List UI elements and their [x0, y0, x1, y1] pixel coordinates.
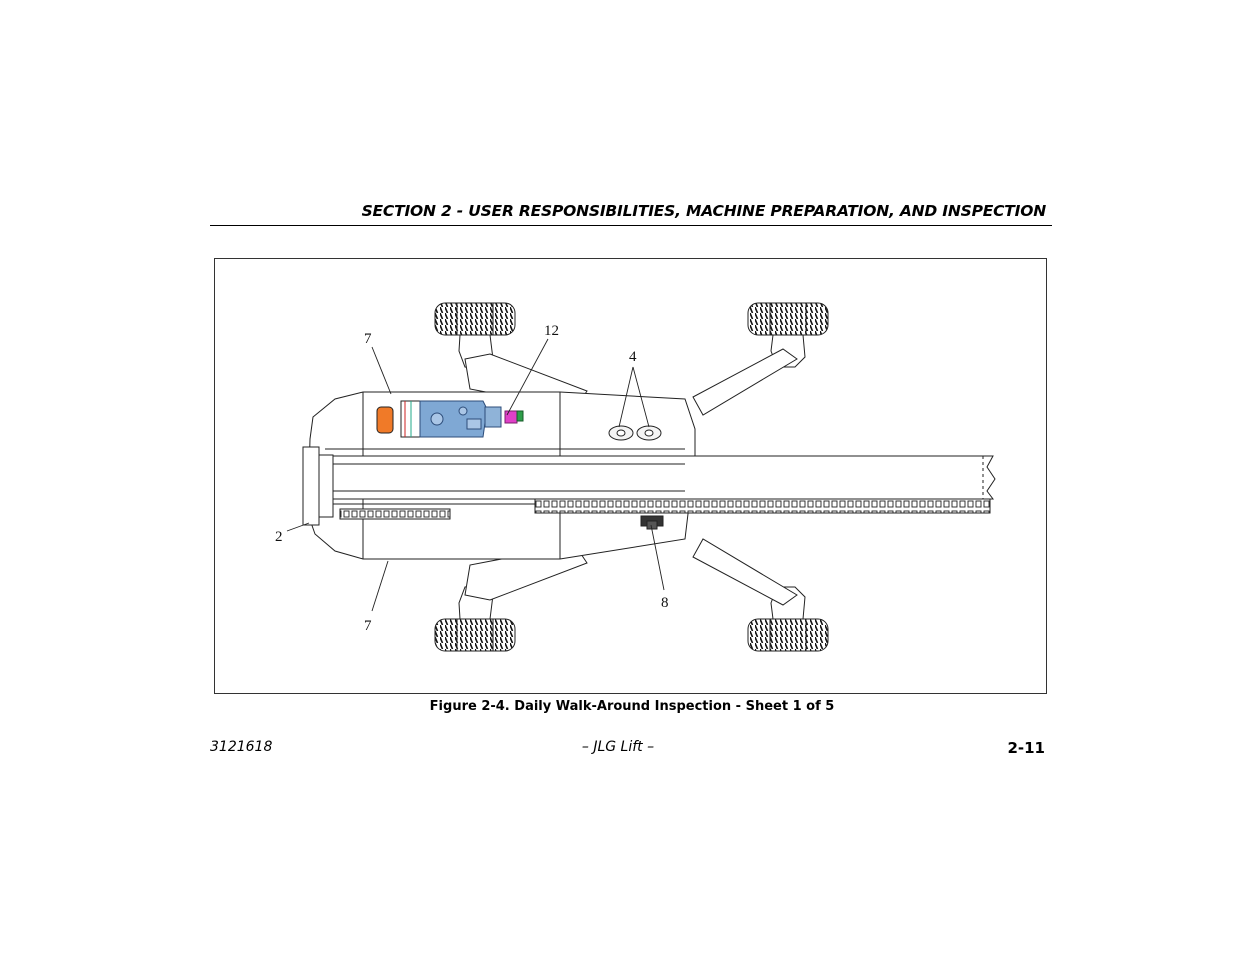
callout-8: 8	[661, 595, 669, 611]
footer-title: – JLG Lift –	[581, 739, 655, 755]
figure-frame: 7 12 4 2 8 7	[214, 258, 1047, 694]
boom	[332, 455, 996, 500]
callout-7-top: 7	[364, 331, 372, 347]
tire-rear-left	[434, 618, 516, 652]
page-number: 2-11	[1007, 739, 1045, 757]
filter-magenta	[504, 410, 518, 424]
callout-7-bottom: 7	[364, 618, 372, 634]
document-number: 3121618	[210, 739, 273, 755]
machine-top-view-illustration: 7 12 4 2 8 7	[275, 302, 996, 652]
hydraulic-tank	[376, 406, 394, 434]
tire-rear-right	[747, 618, 829, 652]
tire-front-right	[747, 302, 829, 336]
tire-front-left	[434, 302, 516, 336]
section-title: SECTION 2 - USER RESPONSIBILITIES, MACHI…	[361, 202, 1047, 220]
callout-2: 2	[275, 529, 283, 545]
callout-4: 4	[629, 349, 637, 365]
header-divider	[210, 225, 1052, 226]
callout-12: 12	[544, 323, 559, 339]
figure-caption: Figure 2-4. Daily Walk-Around Inspection…	[429, 699, 835, 714]
